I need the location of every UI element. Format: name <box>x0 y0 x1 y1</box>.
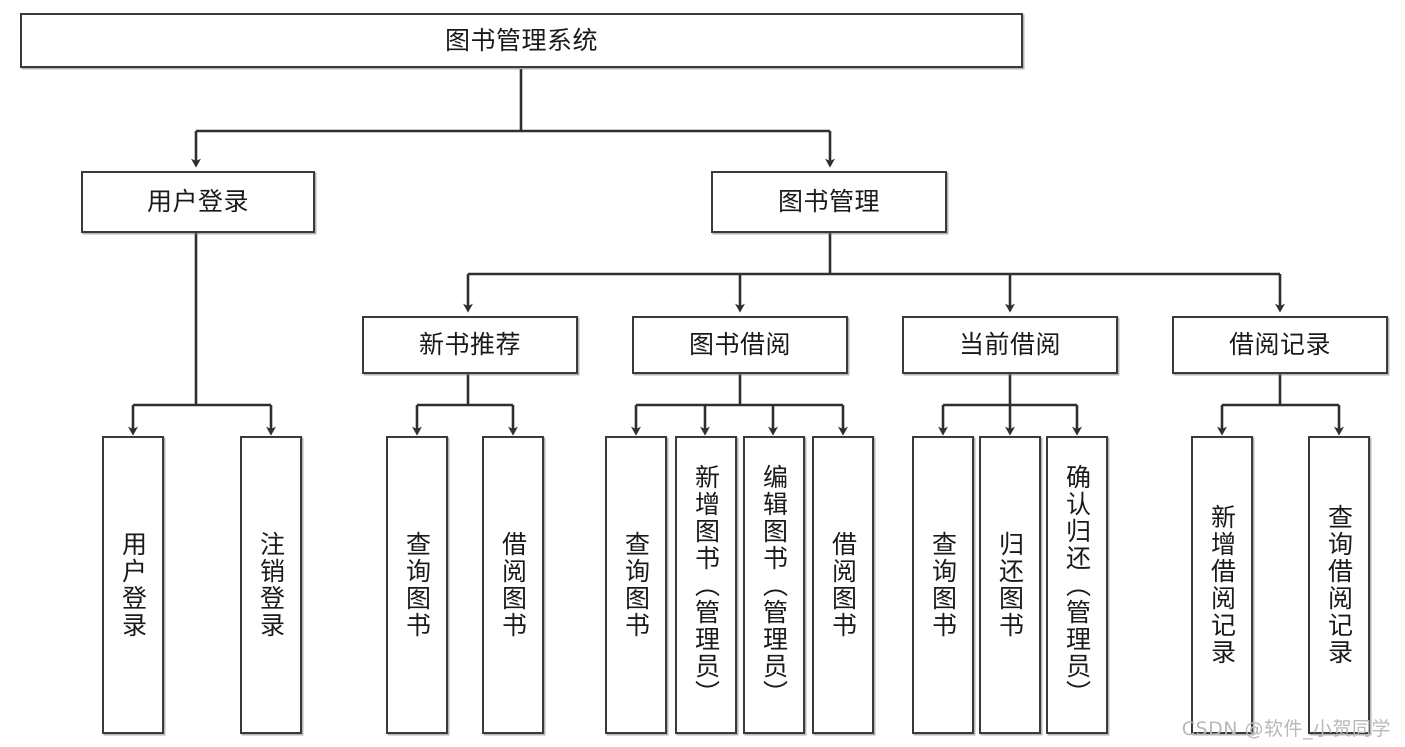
node-new-book-recommend[interactable]: 新书推荐 <box>362 316 578 374</box>
node-label: 查询图书 <box>928 531 958 639</box>
leaf-borrow-record-add[interactable]: 新增借阅记录 <box>1191 436 1253 734</box>
node-label: 查询借阅记录 <box>1324 504 1354 666</box>
leaf-new-book-query[interactable]: 查询图书 <box>386 436 448 734</box>
node-label: 新书推荐 <box>418 330 521 360</box>
leaf-book-borrow-borrow[interactable]: 借阅图书 <box>812 436 874 734</box>
node-label: 图书管理 <box>777 187 880 217</box>
leaf-book-borrow-query[interactable]: 查询图书 <box>605 436 667 734</box>
node-borrow-record[interactable]: 借阅记录 <box>1172 316 1388 374</box>
watermark-text: CSDN @软件_小贺同学 <box>1181 718 1391 740</box>
node-label: 借阅图书 <box>498 531 528 639</box>
node-label: 借阅记录 <box>1228 330 1331 360</box>
node-label: 借阅图书 <box>828 531 858 639</box>
node-label: 图书管理系统 <box>444 25 598 55</box>
node-label: 查询图书 <box>402 531 432 639</box>
leaf-book-borrow-edit-admin[interactable]: 编辑图书（管理员） <box>743 436 805 734</box>
node-label: 注销登录 <box>256 531 286 639</box>
node-root-book-management-system[interactable]: 图书管理系统 <box>20 13 1023 68</box>
node-user-login[interactable]: 用户登录 <box>81 171 315 233</box>
leaf-new-book-borrow[interactable]: 借阅图书 <box>482 436 544 734</box>
leaf-current-borrow-confirm-return-admin[interactable]: 确认归还（管理员） <box>1046 436 1108 734</box>
node-label: 编辑图书（管理员） <box>759 463 789 707</box>
leaf-borrow-record-query[interactable]: 查询借阅记录 <box>1308 436 1370 734</box>
leaf-current-borrow-query[interactable]: 查询图书 <box>912 436 974 734</box>
leaf-book-borrow-add-admin[interactable]: 新增图书（管理员） <box>675 436 737 734</box>
node-label: 查询图书 <box>621 531 651 639</box>
node-label: 图书借阅 <box>688 330 791 360</box>
node-book-management[interactable]: 图书管理 <box>711 171 947 233</box>
leaf-user-login-logout[interactable]: 注销登录 <box>240 436 302 734</box>
leaf-user-login-login[interactable]: 用户登录 <box>102 436 164 734</box>
node-label: 用户登录 <box>146 187 249 217</box>
leaf-current-borrow-return[interactable]: 归还图书 <box>979 436 1041 734</box>
node-label: 当前借阅 <box>958 330 1061 360</box>
node-label: 新增借阅记录 <box>1207 504 1237 666</box>
node-label: 用户登录 <box>118 531 148 639</box>
node-label: 确认归还（管理员） <box>1062 463 1092 707</box>
node-book-borrow[interactable]: 图书借阅 <box>632 316 848 374</box>
node-label: 新增图书（管理员） <box>691 463 721 707</box>
node-current-borrow[interactable]: 当前借阅 <box>902 316 1118 374</box>
node-label: 归还图书 <box>995 531 1025 639</box>
